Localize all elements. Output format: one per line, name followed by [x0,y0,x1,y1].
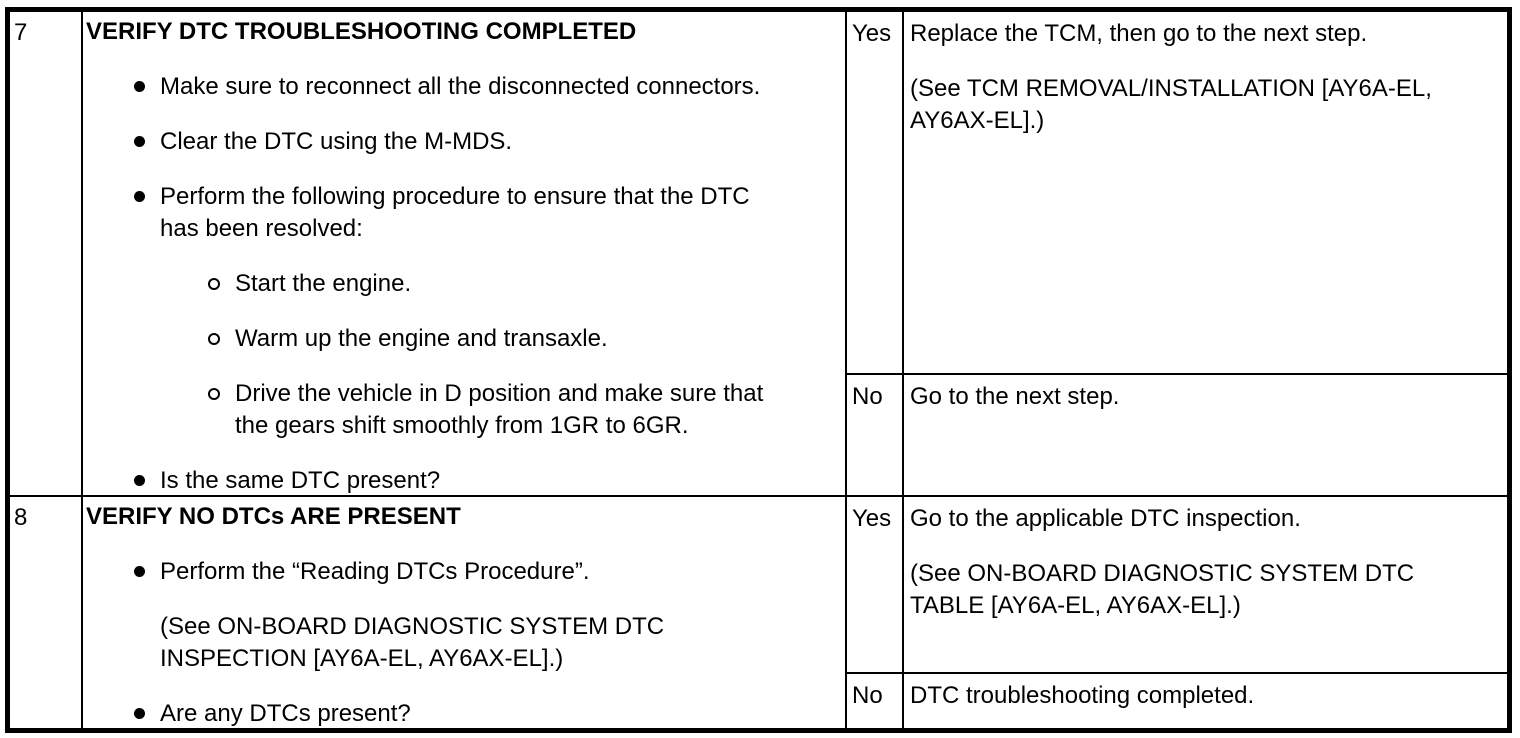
open-circle-icon [208,333,220,345]
text-line: has been resolved: [160,215,363,242]
item-text: Make sure to reconnect all the disconnec… [160,71,760,103]
yes-result-cell: Replace the TCM, then go to the next ste… [902,12,1507,373]
item-text: (See ON-BOARD DIAGNOSTIC SYSTEM DTC INSP… [160,611,664,675]
text-line: AY6AX-EL].) [910,107,1045,134]
text-line: Replace the TCM, then go to the next ste… [910,20,1368,47]
bullet-item: Clear the DTC using the M-MDS. [83,126,845,158]
item-text: Are any DTCs present? [160,698,411,730]
item-text: Warm up the engine and transaxle. [235,323,608,355]
no-branch-row: No DTC troubleshooting completed. [847,672,1507,730]
bullet-icon [134,191,145,202]
text-line: Are any DTCs present? [160,700,411,727]
text-line: DTC troubleshooting completed. [910,682,1255,709]
text-line: Is the same DTC present? [160,467,441,494]
action-title: VERIFY DTC TROUBLESHOOTING COMPLETED [86,18,637,45]
text-line: Perform the following procedure to ensur… [160,183,750,210]
item-text: Drive the vehicle in D position and make… [235,378,763,442]
bullet-item: Make sure to reconnect all the disconnec… [83,71,845,103]
branch-cells: Yes Go to the applicable DTC inspection.… [845,497,1507,730]
result-paragraph: Go to the applicable DTC inspection. [910,503,1507,535]
yes-label: Yes [852,505,892,532]
open-circle-icon [208,388,220,400]
bullet-icon [134,708,145,719]
bullet-item: Is the same DTC present? [83,465,845,495]
action-cell: VERIFY NO DTCs ARE PRESENT Perform the “… [81,497,845,730]
text-line: Warm up the engine and transaxle. [235,325,608,352]
reference-note: (See ON-BOARD DIAGNOSTIC SYSTEM DTC INSP… [83,611,845,675]
item-text: Start the engine. [235,268,411,300]
text-line: Clear the DTC using the M-MDS. [160,128,513,155]
item-text: Clear the DTC using the M-MDS. [160,126,512,158]
text-line: (See ON-BOARD DIAGNOSTIC SYSTEM DTC [910,560,1415,587]
text-line: (See ON-BOARD DIAGNOSTIC SYSTEM DTC [160,613,665,640]
bullet-item: Perform the following procedure to ensur… [83,181,845,245]
text-line: TABLE [AY6A-EL, AY6AX-EL].) [910,592,1241,619]
text-line: Start the engine. [235,270,412,297]
no-result-cell: Go to the next step. [902,375,1507,495]
item-text: Is the same DTC present? [160,465,440,495]
text-line: Go to the next step. [910,383,1120,410]
item-text: Perform the following procedure to ensur… [160,181,750,245]
result-paragraph: Go to the next step. [910,381,1507,413]
step-number: 8 [14,504,28,531]
text-line: Make sure to reconnect all the disconnec… [160,73,761,100]
text-line: (See TCM REMOVAL/INSTALLATION [AY6A-EL, [910,75,1432,102]
action-title: VERIFY NO DTCs ARE PRESENT [86,503,461,530]
result-paragraph: (See ON-BOARD DIAGNOSTIC SYSTEM DTC TABL… [910,558,1507,622]
open-circle-icon [208,278,220,290]
branch-cells: Yes Replace the TCM, then go to the next… [845,12,1507,495]
text-line: Perform the “Reading DTCs Procedure”. [160,558,590,585]
bullet-icon [134,136,145,147]
bullet-item: Perform the “Reading DTCs Procedure”. [83,556,845,588]
yes-branch-row: Yes Go to the applicable DTC inspection.… [847,497,1507,672]
bullet-icon [134,475,145,486]
result-paragraph: (See TCM REMOVAL/INSTALLATION [AY6A-EL, … [910,73,1507,137]
no-branch-row: No Go to the next step. [847,373,1507,495]
bullet-item: Are any DTCs present? [83,698,845,730]
sub-bullet-item: Start the engine. [83,268,845,300]
item-text: Perform the “Reading DTCs Procedure”. [160,556,590,588]
no-result-cell: DTC troubleshooting completed. [902,674,1507,730]
no-label: No [852,682,883,709]
sub-bullet-item: Drive the vehicle in D position and make… [83,378,845,442]
text-line: the gears shift smoothly from 1GR to 6GR… [235,412,689,439]
table-row-step-7: 7 VERIFY DTC TROUBLESHOOTING COMPLETED M… [10,12,1507,495]
result-paragraph: Replace the TCM, then go to the next ste… [910,18,1507,50]
text-line: Go to the applicable DTC inspection. [910,505,1301,532]
troubleshooting-table: 7 VERIFY DTC TROUBLESHOOTING COMPLETED M… [5,7,1512,733]
sub-bullet-item: Warm up the engine and transaxle. [83,323,845,355]
table-row-step-8: 8 VERIFY NO DTCs ARE PRESENT Perform the… [10,495,1507,730]
action-cell: VERIFY DTC TROUBLESHOOTING COMPLETED Mak… [81,12,845,495]
no-label: No [852,383,883,410]
text-line: INSPECTION [AY6A-EL, AY6AX-EL].) [160,645,564,672]
result-paragraph: DTC troubleshooting completed. [910,680,1507,712]
yes-result-cell: Go to the applicable DTC inspection. (Se… [902,497,1507,672]
yes-branch-row: Yes Replace the TCM, then go to the next… [847,12,1507,373]
text-line: Drive the vehicle in D position and make… [235,380,764,407]
bullet-icon [134,81,145,92]
bullet-icon [134,566,145,577]
yes-label: Yes [852,20,892,47]
step-number: 7 [14,19,28,46]
